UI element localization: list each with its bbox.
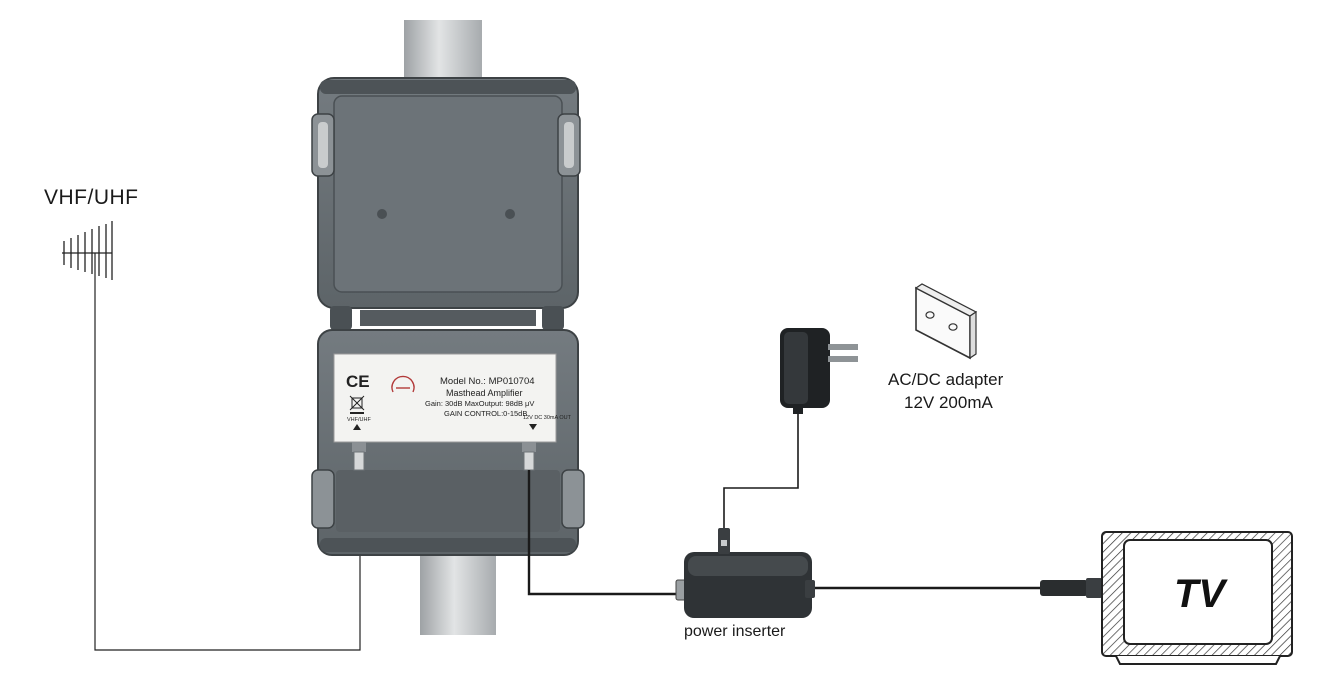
model-number: Model No.: MP010704 [440,376,535,387]
power-inserter-device [675,528,815,618]
adapter-label: AC/DC adapter [888,370,1004,389]
gain-control: GAIN CONTROL:0-15dB [444,409,528,418]
amplifier-lid [311,77,581,309]
antenna-cable [94,253,361,651]
tv-icon [1040,531,1293,665]
output-port-label: 12V DC 30mA OUT [523,415,571,421]
input-arrow-icon [353,424,361,430]
amplifier-input-connector [352,442,366,471]
wall-socket-icon [914,283,978,360]
antenna-icon [62,221,113,280]
amplifier-logo-icon [391,375,415,393]
output-arrow-icon [529,424,537,430]
ce-mark: CE [346,372,370,391]
amplifier-output-cable [527,470,690,596]
amplifier-label-plate [333,353,557,443]
power-inserter-label: power inserter [684,623,786,640]
input-port-label: VHF/UHF [347,417,371,423]
tv-label: TV [1174,572,1226,616]
amplifier-output-connector [522,442,536,471]
adapter-cable [723,410,799,528]
weee-bin-icon [349,395,365,414]
ac-dc-adapter-icon [780,328,858,414]
adapter-rating: 12V 200mA [904,393,993,412]
device-type: Masthead Amplifier [446,388,523,398]
antenna-label: VHF/UHF [44,186,139,209]
gain-specs: Gain: 30dB MaxOutput: 98dB μV [425,399,535,408]
amplifier-hinge [330,306,564,330]
